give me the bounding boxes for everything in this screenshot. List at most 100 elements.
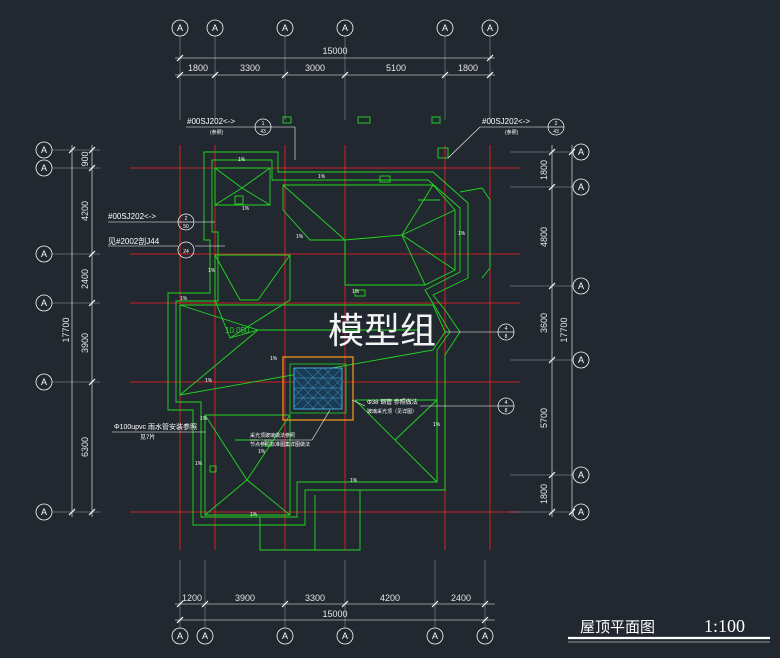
axis-label-top-6: A — [487, 23, 493, 33]
slope-label: 1% — [250, 512, 258, 518]
bottom-dim-1: 1200 — [182, 593, 202, 603]
slope-label: 1% — [200, 416, 208, 422]
axis-label-top-5: A — [442, 23, 448, 33]
hatch-note-2: 节点参照标准图集详图做法 — [250, 441, 310, 448]
right-dim-3: 3600 — [539, 313, 549, 333]
reference-note-top-right: #00SJ202<-> — [482, 117, 530, 126]
left-dim-2: 4200 — [80, 201, 90, 221]
slope-label: 1% — [352, 289, 360, 295]
slope-label: 1% — [458, 231, 466, 237]
slope-label: 1% — [270, 356, 278, 362]
axis-label-right-6: A — [578, 507, 584, 517]
reference-note-left-2: 见#2002剖J44 — [108, 236, 160, 246]
bottom-dim-5: 2400 — [451, 593, 471, 603]
detail-5-number: 4 — [505, 326, 508, 332]
axis-label-bottom-1: A — [177, 631, 183, 641]
detail-6-number: 4 — [505, 400, 508, 406]
detail-2-number: 2 — [555, 121, 558, 127]
axis-label-bottom-2: A — [202, 631, 208, 641]
axis-label-bottom-6: A — [482, 631, 488, 641]
left-total-dim: 17700 — [61, 317, 71, 342]
right-dim-2: 4800 — [539, 227, 549, 247]
detail-1-number: 1 — [262, 121, 265, 127]
axis-label-top-4: A — [342, 23, 348, 33]
reference-note-top-left: #00SJ202<-> — [187, 117, 235, 126]
detail-6-sheet: 8 — [505, 408, 508, 414]
right-total-dim: 17700 — [559, 317, 569, 342]
slope-label: 1% — [350, 478, 358, 484]
pipe-note-2: 见7片 — [140, 433, 155, 441]
axis-label-left-5: A — [41, 377, 47, 387]
skylight-note: Φ38 钢管 参照做法 — [367, 398, 418, 406]
extension-lines — [52, 36, 572, 628]
left-dim-5: 6300 — [80, 437, 90, 457]
slope-label: 1% — [318, 174, 326, 180]
top-dim-2: 3300 — [240, 63, 260, 73]
grid-lines — [130, 145, 520, 550]
axis-label-left-1: A — [41, 145, 47, 155]
skylight — [282, 356, 354, 421]
reference-note-top-left-sub: (参照) — [210, 129, 224, 136]
axis-label-bottom-5: A — [432, 631, 438, 641]
right-dimensions — [548, 145, 576, 517]
axis-bubbles — [35, 19, 590, 645]
elevation-label: 10.050 — [225, 326, 250, 335]
drawing-title: 屋顶平面图 — [580, 618, 655, 636]
right-dim-5: 1800 — [539, 484, 549, 504]
detail-2-sheet: 43 — [553, 129, 559, 135]
left-dim-1: 900 — [80, 151, 90, 166]
slope-labels: 1% 1% 1% 1% 1% 1% 1% 1% 1% 1% 1% 1% 1% 1… — [180, 157, 466, 518]
axis-label-left-2: A — [41, 163, 47, 173]
detail-bubbles — [177, 118, 565, 415]
left-dimensions — [68, 145, 96, 517]
detail-3-number: 2 — [185, 216, 188, 222]
reference-note-top-right-sub: (参照) — [505, 129, 519, 136]
right-dim-1: 1800 — [539, 160, 549, 180]
detail-5-sheet: 8 — [505, 334, 508, 340]
left-dim-3: 2400 — [80, 269, 90, 289]
top-dimensions — [175, 54, 495, 79]
top-dim-4: 5100 — [386, 63, 406, 73]
bottom-dim-2: 3900 — [235, 593, 255, 603]
leader-lines — [108, 126, 548, 441]
skylight-note-2: 玻璃采光顶（见详图） — [367, 408, 417, 415]
hatch-note: 采光顶玻璃做法参照 — [250, 432, 295, 439]
slope-label: 1% — [195, 461, 203, 467]
top-dim-5: 1800 — [458, 63, 478, 73]
slope-label: 1% — [296, 234, 304, 240]
top-dim-3: 3000 — [305, 63, 325, 73]
axis-label-right-2: A — [578, 182, 584, 192]
slope-label: 1% — [258, 449, 266, 455]
slope-label: 1% — [433, 422, 441, 428]
detail-3-sheet: 50 — [183, 224, 189, 230]
title-block: 屋顶平面图 1:100 — [568, 616, 770, 643]
slope-label: 1% — [208, 268, 216, 274]
drawing-scale: 1:100 — [704, 616, 745, 636]
top-dim-1: 1800 — [188, 63, 208, 73]
slope-label: 1% — [180, 296, 188, 302]
slope-label: 1% — [238, 157, 246, 163]
bottom-dimensions — [175, 600, 495, 624]
bottom-dim-4: 4200 — [380, 593, 400, 603]
detail-4-number: 24 — [183, 249, 189, 255]
bottom-total-dim: 15000 — [322, 609, 347, 619]
axis-label-right-4: A — [578, 355, 584, 365]
axis-label-left-6: A — [41, 507, 47, 517]
axis-label-bottom-3: A — [282, 631, 288, 641]
axis-bubble-labels: A A A A A A A A A A A A A A A A A A A A … — [41, 23, 584, 641]
axis-label-bottom-4: A — [342, 631, 348, 641]
axis-label-right-5: A — [578, 470, 584, 480]
axis-label-right-3: A — [578, 281, 584, 291]
roof-outline — [167, 116, 491, 551]
right-dim-4: 5700 — [539, 408, 549, 428]
bottom-dim-3: 3300 — [305, 593, 325, 603]
axis-label-left-3: A — [41, 249, 47, 259]
reference-note-left: #00SJ202<-> — [108, 212, 156, 221]
axis-label-top-1: A — [177, 23, 183, 33]
detail-1-sheet: 43 — [260, 129, 266, 135]
axis-label-top-2: A — [212, 23, 218, 33]
watermark: 模型组 — [328, 311, 436, 352]
top-total-dim: 15000 — [322, 46, 347, 56]
slope-label: 1% — [205, 378, 213, 384]
